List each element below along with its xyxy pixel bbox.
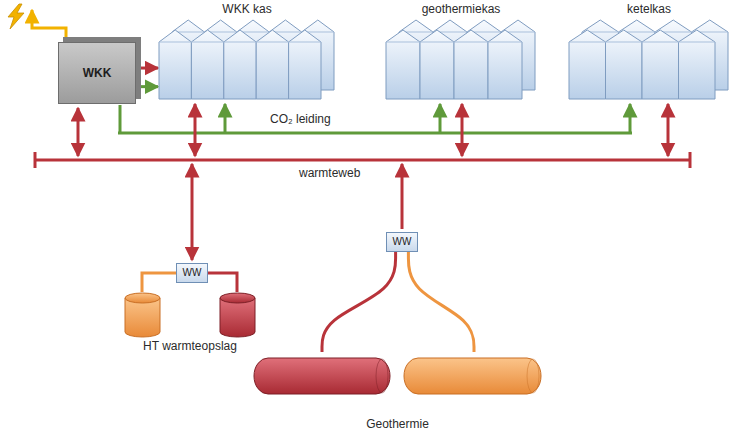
pipe-label: warmteweb — [296, 166, 363, 181]
aquifer-end — [376, 359, 388, 393]
co2-pipe — [119, 105, 122, 133]
greenhouse-bay — [606, 30, 643, 99]
gutter-line — [582, 32, 728, 33]
node-label: ketelkas — [624, 2, 674, 17]
heat-branch — [667, 104, 670, 156]
greenhouse-bay — [642, 30, 679, 99]
greenhouse-bay — [224, 30, 256, 99]
greenhouse-bay — [191, 30, 223, 99]
heat-exchanger: WW — [176, 263, 208, 283]
heat-branch — [77, 108, 80, 156]
greenhouse: WKK kas — [158, 2, 336, 100]
co2-branch — [629, 104, 632, 133]
node-label: HT warmteopslag — [140, 339, 240, 354]
heat-branch — [401, 164, 404, 229]
greenhouse-bay — [420, 30, 454, 99]
aquifer-well — [404, 358, 541, 394]
pipe-label: CO₂ leiding — [267, 112, 334, 127]
gutter-line — [386, 42, 522, 43]
pipe-connector — [136, 67, 158, 70]
storage-tank — [220, 298, 255, 337]
greenhouse-bay — [569, 30, 606, 99]
tank-top — [125, 293, 160, 303]
gutter-line — [159, 42, 321, 43]
pipe-connector — [322, 252, 396, 352]
power-line — [32, 10, 66, 40]
greenhouse-row — [569, 30, 715, 99]
node-label: WW — [183, 267, 202, 279]
co2-branch — [224, 104, 227, 133]
gutter-line — [172, 32, 334, 33]
node-label: WKK kas — [219, 2, 274, 17]
greenhouse-bay — [488, 30, 522, 99]
storage-tank — [125, 298, 160, 337]
node-label: Geothermie — [363, 417, 432, 432]
heat-branch — [194, 104, 197, 156]
node-label: WW — [393, 236, 412, 248]
node-label: geothermiekas — [419, 2, 504, 17]
greenhouse-bay — [159, 30, 191, 99]
greenhouse-bay — [256, 30, 288, 99]
chp-unit: WKK — [58, 42, 136, 104]
gutter-line — [569, 42, 715, 43]
aquifer-well — [254, 358, 390, 394]
node-label: WKK — [83, 66, 112, 81]
greenhouse-bay — [386, 30, 420, 99]
pipe-end — [689, 152, 692, 168]
tank-top — [220, 293, 255, 303]
greenhouse-row — [386, 30, 522, 99]
heat-branch — [191, 164, 194, 260]
heat-network-pipe — [35, 159, 690, 162]
greenhouse-bay — [289, 30, 321, 99]
greenhouse-bay — [454, 30, 488, 99]
pipe-end — [34, 152, 37, 168]
heat-branch — [461, 104, 464, 156]
lightning-symbol — [8, 4, 24, 29]
heat-storage: HT warmteopslag — [115, 292, 265, 354]
pipe-connector — [408, 252, 474, 352]
pipe-connector — [136, 85, 158, 88]
geothermal-source: Geothermie — [250, 352, 545, 432]
co2-branch — [439, 104, 442, 133]
greenhouse-row — [159, 30, 321, 99]
pipe-connector — [142, 273, 176, 292]
heat-exchanger: WW — [386, 232, 418, 252]
aquifer-end — [527, 359, 539, 393]
greenhouse: geothermiekas — [385, 2, 537, 100]
pipe-connector — [208, 273, 237, 292]
greenhouse-bay — [679, 30, 716, 99]
greenhouse: ketelkas — [568, 2, 730, 100]
